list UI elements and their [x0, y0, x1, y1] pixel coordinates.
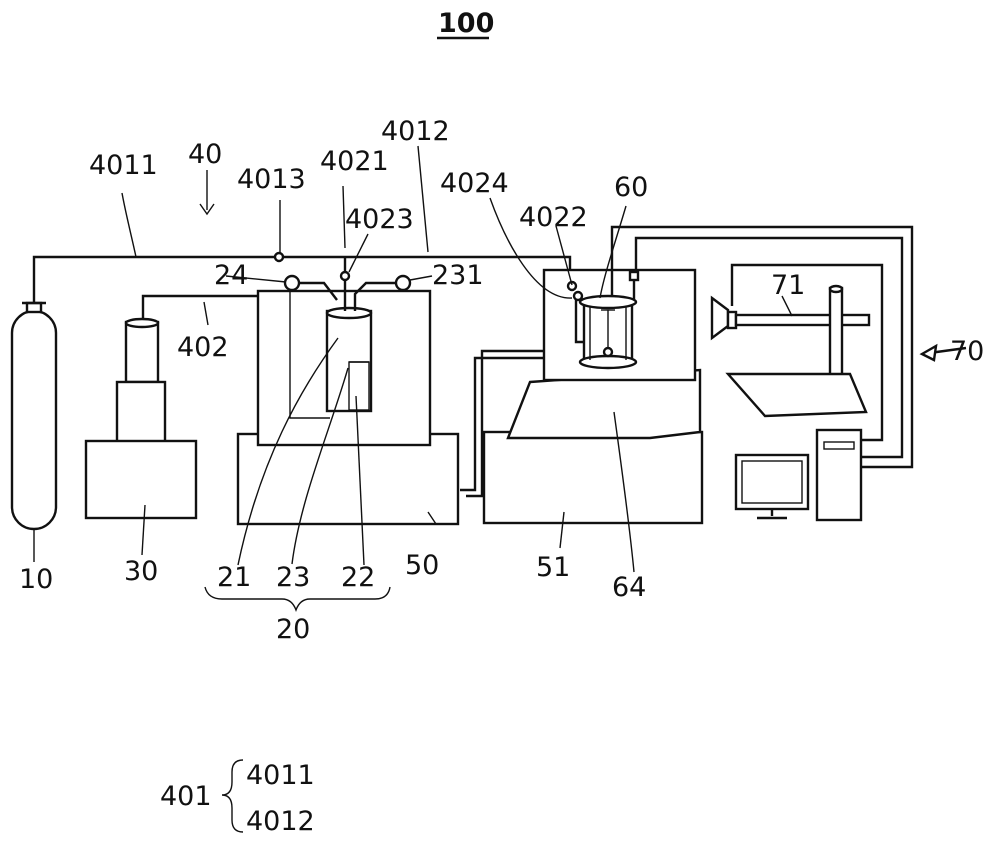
- label-71: 71: [771, 270, 805, 301]
- pump-unit: [84, 317, 198, 520]
- reaction-station: [482, 268, 704, 525]
- legend-member-4011: 4011: [246, 760, 315, 791]
- label-23: 23: [276, 562, 310, 593]
- label-24: 24: [214, 260, 248, 291]
- label-20: 20: [276, 614, 310, 645]
- junction-4013: [273, 251, 285, 263]
- label-402: 402: [177, 332, 229, 363]
- computer-set: [734, 428, 863, 522]
- gas-cylinder: [10, 301, 58, 531]
- label-10: 10: [19, 564, 53, 595]
- cable-camera: [730, 263, 884, 442]
- label-4024: 4024: [440, 168, 509, 199]
- reference-labels: 4011 40 4013 4021 4012 4023 4024 4022 60…: [19, 116, 984, 645]
- label-21: 21: [217, 562, 251, 593]
- camera-stand: [710, 284, 871, 418]
- label-60: 60: [614, 172, 648, 203]
- label-4013: 4013: [237, 164, 306, 195]
- label-50: 50: [405, 550, 439, 581]
- label-231: 231: [432, 260, 484, 291]
- label-4011: 4011: [89, 150, 158, 181]
- label-30: 30: [124, 556, 158, 587]
- figure-number: 100: [438, 8, 494, 39]
- label-4021: 4021: [320, 146, 389, 177]
- label-4012-top: 4012: [381, 116, 450, 147]
- leader-lines: [33, 145, 967, 833]
- legend-group-label: 401: [160, 781, 212, 812]
- link-cable-left: [460, 356, 544, 492]
- label-40: 40: [188, 139, 222, 170]
- pressure-vessel-station: [236, 257, 460, 526]
- link-cable-left-2: [466, 349, 544, 498]
- label-4022: 4022: [519, 202, 588, 233]
- label-4023: 4023: [345, 204, 414, 235]
- legend-member-4012: 4012: [246, 806, 315, 837]
- legend-401: 401 4011 4012: [160, 760, 315, 837]
- label-70: 70: [950, 336, 984, 367]
- cable-70-inner: [634, 236, 904, 459]
- label-51: 51: [536, 552, 570, 583]
- label-64: 64: [612, 572, 646, 603]
- label-22: 22: [341, 562, 375, 593]
